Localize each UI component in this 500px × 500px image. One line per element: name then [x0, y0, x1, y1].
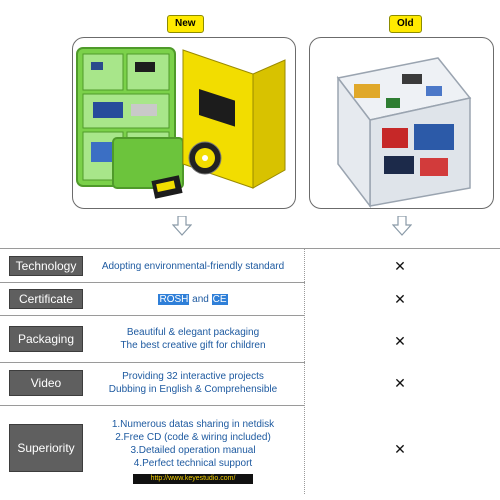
desc-line: 2.Free CD (code & wiring included): [115, 432, 271, 443]
desc-line: The best creative gift for children: [120, 340, 266, 351]
row-label-certificate: Certificate: [10, 290, 82, 308]
cert-and: and: [189, 293, 212, 305]
new-badge: New: [167, 15, 204, 33]
desc-line: 4.Perfect technical support: [133, 458, 253, 469]
new-kit-illustration: [76, 47, 286, 199]
old-badge: Old: [389, 15, 422, 33]
desc-line: 1.Numerous datas sharing in netdisk: [111, 419, 275, 430]
website-url: http://www.keyestudio.com/: [133, 474, 253, 484]
cross-icon: ✕: [394, 290, 406, 307]
desc-line: Beautiful & elegant packaging: [126, 327, 260, 338]
new-product-photo: [72, 37, 296, 209]
table-divider: [0, 282, 305, 283]
row-desc-technology: Adopting environmental-friendly standard: [88, 257, 298, 275]
table-divider: [0, 362, 305, 363]
table-divider: [0, 248, 500, 249]
cert-rosh: ROSH: [158, 293, 190, 305]
cross-icon: ✕: [394, 257, 406, 274]
desc-line: Dubbing in English & Comprehensible: [108, 384, 278, 395]
column-divider: [304, 248, 305, 494]
desc-line: Adopting environmental-friendly standard: [101, 260, 285, 272]
old-product-photo: [309, 37, 494, 209]
arrow-down-icon: [172, 216, 192, 236]
row-desc-packaging: Beautiful & elegant packaging The best c…: [88, 321, 298, 357]
table-divider: [0, 315, 305, 316]
cross-icon: ✕: [394, 374, 406, 391]
row-label-technology: Technology: [10, 257, 82, 275]
arrow-down-icon: [392, 216, 412, 236]
table-divider: [0, 405, 305, 406]
cross-icon: ✕: [394, 332, 406, 349]
row-desc-video: Providing 32 interactive projects Dubbin…: [88, 365, 298, 401]
desc-line: Providing 32 interactive projects: [122, 371, 264, 382]
row-label-video: Video: [10, 371, 82, 395]
row-label-superiority: Superiority: [10, 425, 82, 471]
cert-ce: CE: [211, 293, 228, 305]
row-desc-superiority: 1.Numerous datas sharing in netdisk 2.Fr…: [88, 416, 298, 472]
cross-icon: ✕: [394, 440, 406, 457]
row-desc-certificate: ROSH and CE: [88, 290, 298, 308]
old-kit-illustration: [336, 57, 472, 208]
desc-line: 3.Detailed operation manual: [130, 445, 256, 456]
row-label-packaging: Packaging: [10, 327, 82, 351]
desc-line: ROSH and CE: [158, 293, 228, 306]
